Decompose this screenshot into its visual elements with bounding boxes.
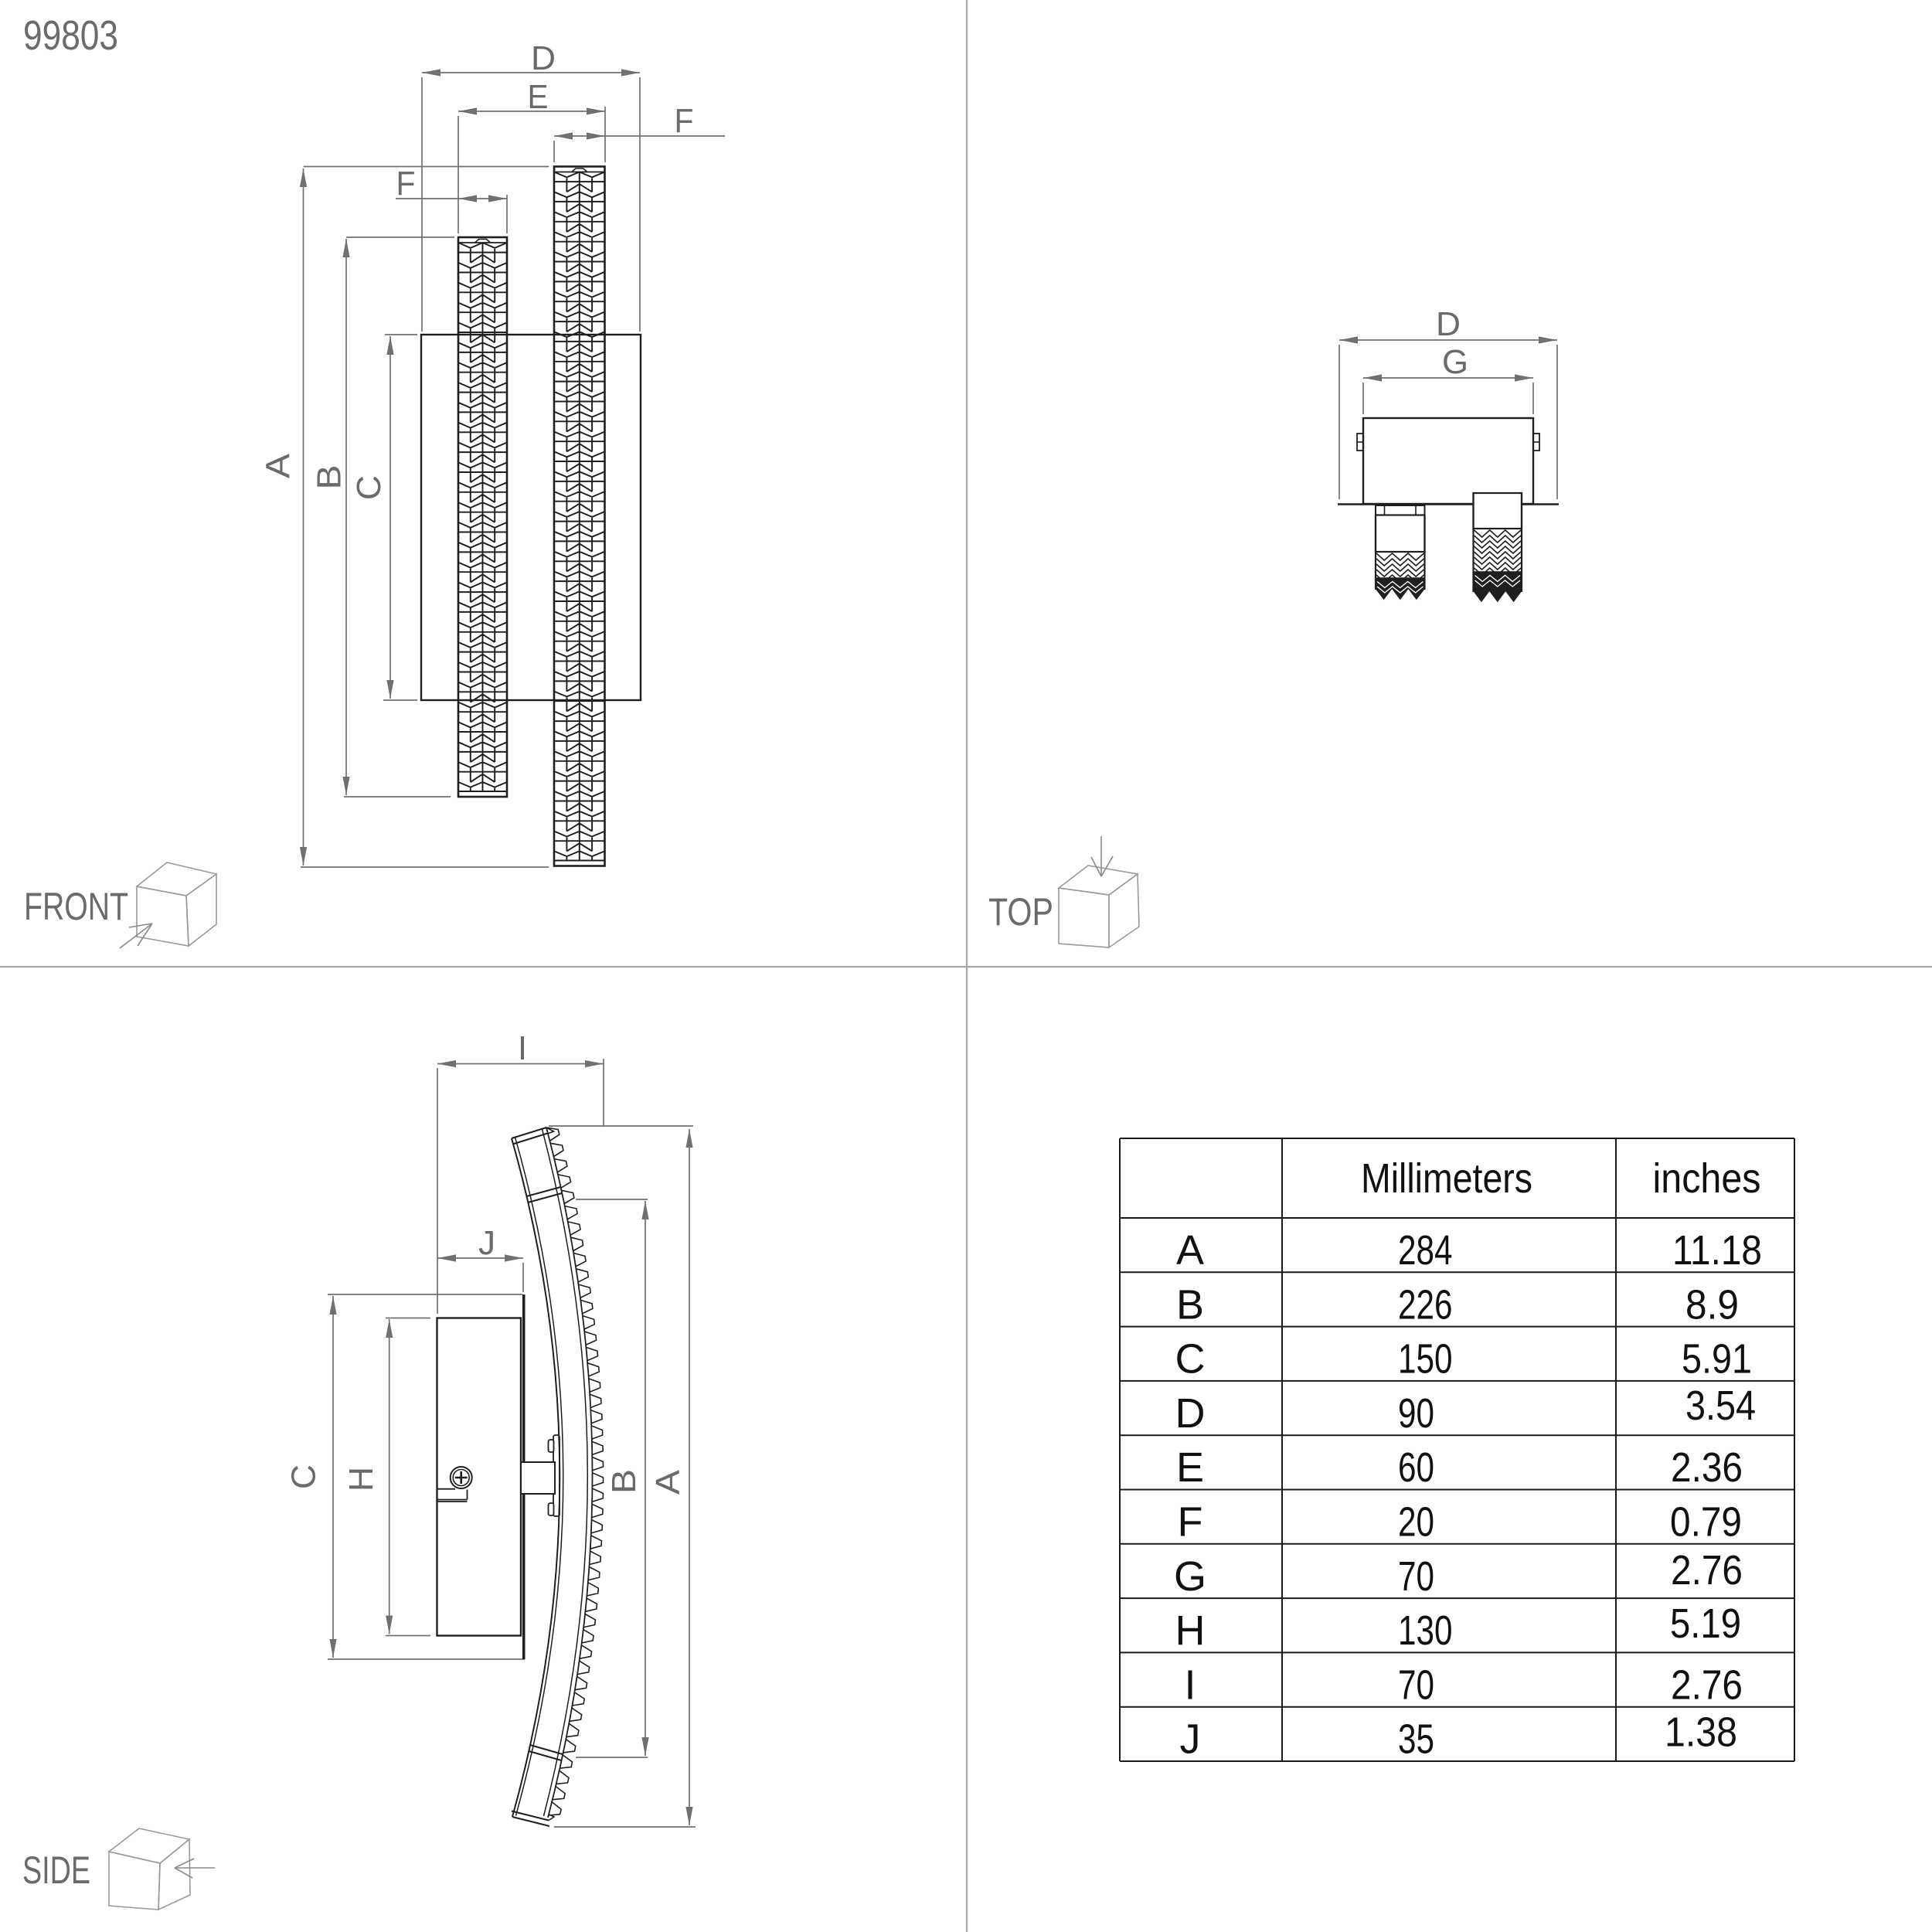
- svg-text:B: B: [1176, 1281, 1204, 1328]
- svg-text:C: C: [1175, 1336, 1206, 1383]
- svg-text:B: B: [605, 1469, 643, 1494]
- svg-text:1.38: 1.38: [1665, 1709, 1737, 1756]
- svg-text:3.54: 3.54: [1685, 1383, 1756, 1429]
- svg-text:130: 130: [1398, 1607, 1453, 1654]
- svg-text:SIDE: SIDE: [22, 1849, 90, 1892]
- svg-text:284: 284: [1398, 1227, 1453, 1274]
- svg-text:2.76: 2.76: [1671, 1547, 1743, 1594]
- svg-text:2.36: 2.36: [1671, 1444, 1743, 1491]
- svg-text:J: J: [478, 1224, 495, 1262]
- svg-text:C: C: [285, 1464, 323, 1489]
- svg-text:90: 90: [1398, 1390, 1434, 1437]
- svg-text:D: D: [1436, 305, 1461, 343]
- svg-text:I: I: [1184, 1662, 1196, 1708]
- svg-text:C: C: [350, 475, 388, 500]
- svg-text:70: 70: [1398, 1553, 1434, 1600]
- svg-text:Millimeters: Millimeters: [1361, 1155, 1532, 1202]
- svg-text:B: B: [311, 465, 349, 490]
- svg-text:G: G: [1174, 1553, 1206, 1600]
- svg-text:5.91: 5.91: [1682, 1336, 1752, 1383]
- svg-text:FRONT: FRONT: [24, 885, 128, 928]
- svg-text:226: 226: [1398, 1281, 1453, 1328]
- svg-text:99803: 99803: [23, 12, 118, 59]
- svg-text:F: F: [675, 102, 694, 140]
- svg-text:A: A: [1176, 1227, 1204, 1274]
- svg-text:D: D: [531, 39, 556, 77]
- svg-text:A: A: [260, 453, 298, 478]
- svg-text:F: F: [1178, 1499, 1203, 1546]
- svg-text:0.79: 0.79: [1670, 1499, 1742, 1546]
- svg-text:J: J: [1180, 1716, 1201, 1763]
- svg-text:F: F: [396, 165, 416, 202]
- svg-text:5.19: 5.19: [1670, 1600, 1741, 1647]
- svg-text:60: 60: [1398, 1444, 1434, 1491]
- svg-text:H: H: [342, 1467, 380, 1492]
- svg-text:G: G: [1442, 343, 1468, 381]
- svg-text:11.18: 11.18: [1672, 1227, 1762, 1274]
- svg-text:35: 35: [1398, 1716, 1434, 1763]
- svg-text:H: H: [1175, 1607, 1206, 1654]
- svg-text:E: E: [1176, 1444, 1204, 1491]
- svg-text:TOP: TOP: [988, 890, 1053, 934]
- svg-text:2.76: 2.76: [1671, 1662, 1743, 1708]
- svg-text:D: D: [1175, 1390, 1206, 1437]
- svg-text:E: E: [528, 78, 549, 116]
- svg-text:I: I: [518, 1029, 527, 1067]
- svg-text:20: 20: [1398, 1499, 1434, 1546]
- svg-text:8.9: 8.9: [1685, 1281, 1739, 1328]
- svg-text:inches: inches: [1653, 1155, 1761, 1202]
- svg-text:150: 150: [1398, 1336, 1453, 1383]
- svg-text:70: 70: [1398, 1662, 1434, 1708]
- svg-text:A: A: [649, 1469, 687, 1495]
